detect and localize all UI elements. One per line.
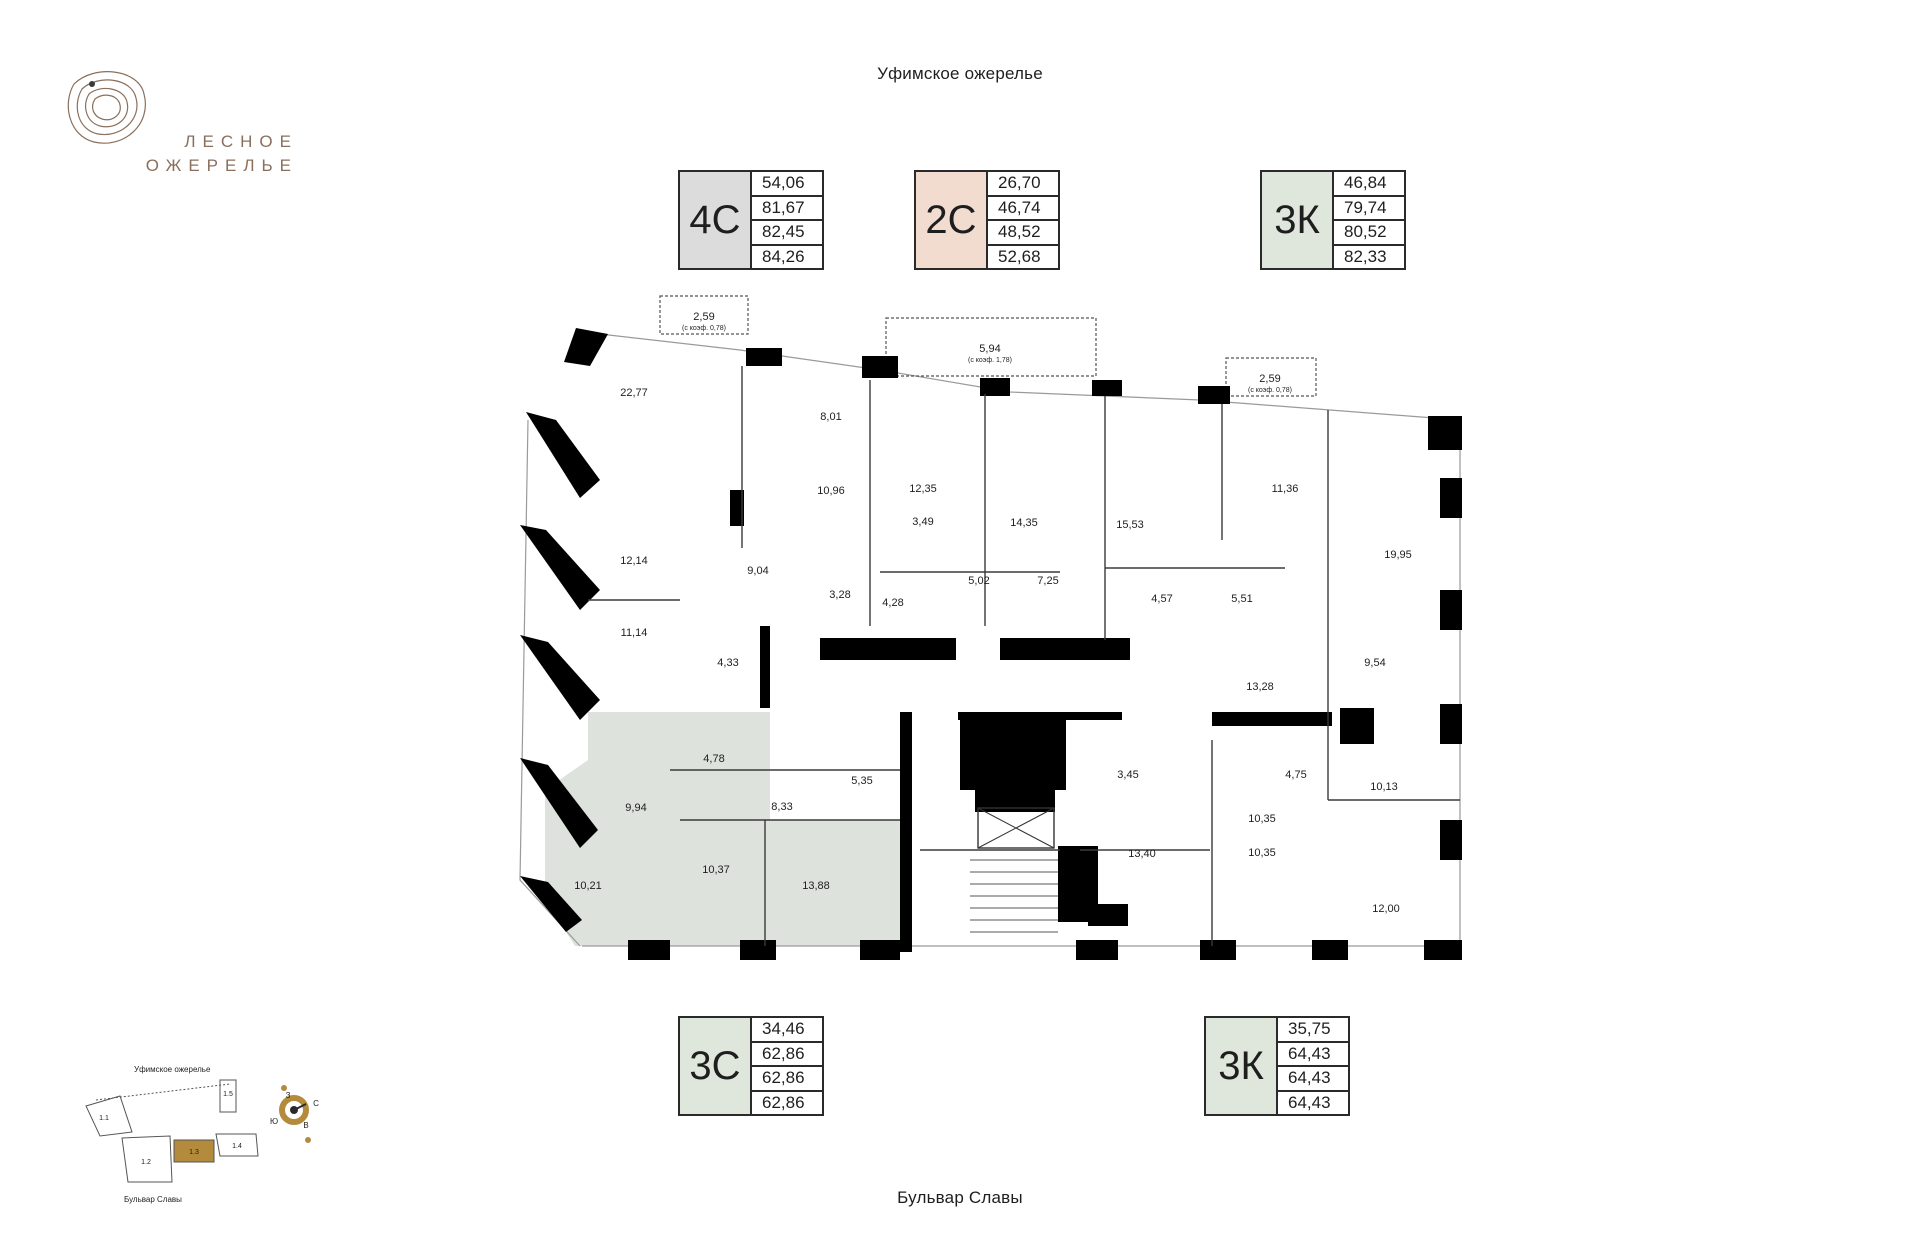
room-area-label: 22,77 (620, 387, 648, 399)
balcony-note-label: (с коэф. 0,78) (1248, 387, 1292, 394)
balcony-area-label: 2,59 (1259, 373, 1280, 385)
room-area-label: 5,35 (851, 775, 872, 787)
room-area-label: 3,49 (912, 516, 933, 528)
balconies (659, 295, 1317, 397)
partitions (588, 366, 1460, 946)
key-plan-section-label: 1.4 (232, 1143, 242, 1150)
legend-area: 54,06 (752, 172, 822, 197)
key-plan-section-label: 1.2 (141, 1159, 151, 1166)
legend-area: 62,86 (762, 1092, 805, 1112)
legend-area: 46,84 (1334, 172, 1404, 197)
balcony-note-label: (с коэф. 1,78) (968, 357, 1012, 364)
legend-code: 2С (916, 172, 988, 268)
legend-badge-3c: 3С 34,46 62,86 62,86 62,86 (678, 1016, 824, 1116)
key-plan-street-top: Уфимское ожерелье (134, 1065, 211, 1074)
room-area-label: 4,78 (703, 753, 724, 765)
legend-badge-3k-top: 3К 46,84 79,74 80,52 82,33 (1260, 170, 1406, 270)
legend-area: 35,75 (1278, 1018, 1348, 1043)
key-plan-section-label: 1.1 (99, 1115, 109, 1122)
legend-code: 4С (680, 172, 752, 268)
room-area-label: 10,13 (1370, 781, 1398, 793)
room-area-label: 12,00 (1372, 903, 1400, 915)
street-label-bottom: Бульвар Славы (897, 1188, 1023, 1207)
compass-icon: З С Ю В (270, 1085, 319, 1143)
room-area-label: 4,57 (1151, 593, 1172, 605)
legend-area: 34,46 (752, 1018, 822, 1043)
key-plan-section-label: 1.3 (189, 1149, 199, 1156)
room-area-label: 10,21 (574, 880, 602, 892)
legend-area: 46,74 (988, 197, 1058, 221)
compass-label: В (303, 1121, 308, 1130)
room-area-label: 7,25 (1037, 575, 1058, 587)
key-plan-section-label: 1.5 (223, 1091, 233, 1098)
room-area-label: 4,28 (882, 597, 903, 609)
legend-badge-2c: 2С 26,70 46,74 48,52 52,68 (914, 170, 1060, 270)
selected-apartment-area (545, 712, 900, 946)
room-area-label: 3,45 (1117, 769, 1138, 781)
room-area-label: 19,95 (1384, 549, 1412, 561)
walls (520, 328, 1462, 960)
balcony-note-label: (с коэф. 0,78) (682, 325, 726, 332)
legend-area: 64,43 (1278, 1067, 1348, 1092)
room-area-label: 13,88 (802, 880, 830, 892)
legend-area: 81,67 (752, 197, 822, 221)
room-area-label: 9,54 (1364, 657, 1385, 669)
room-area-label: 11,36 (1272, 483, 1299, 495)
legend-badge-4c: 4С 54,06 81,67 82,45 84,26 (678, 170, 824, 270)
key-plan-street-bottom: Бульвар Славы (124, 1195, 182, 1204)
room-area-label: 10,35 (1248, 847, 1276, 859)
compass-label: Ю (270, 1117, 278, 1126)
room-area-label: 4,33 (717, 657, 738, 669)
balcony-area-label: 2,59 (693, 311, 714, 323)
legend-area: 62,86 (752, 1043, 822, 1067)
balcony-area-label: 5,94 (979, 343, 1000, 355)
room-area-label: 8,33 (771, 801, 792, 813)
stair-core (970, 807, 1058, 933)
logo-contour-icon (67, 71, 146, 144)
legend-area: 64,43 (1278, 1043, 1348, 1067)
room-area-label: 5,51 (1231, 593, 1252, 605)
legend-area: 52,68 (998, 246, 1041, 266)
logo-text-line2: ОЖЕРЕЛЬЕ (145, 156, 298, 175)
legend-area: 48,52 (988, 221, 1058, 246)
room-area-label: 5,02 (968, 575, 989, 587)
room-area-label: 14,35 (1010, 517, 1038, 529)
room-area-label: 12,14 (620, 555, 648, 567)
legend-area: 62,86 (752, 1067, 822, 1092)
logo: ЛЕСНОЕ ОЖЕРЕЛЬЕ (60, 64, 300, 175)
legend-area: 79,74 (1334, 197, 1404, 221)
room-area-label: 4,75 (1285, 769, 1306, 781)
room-area-label: 10,35 (1248, 813, 1276, 825)
legend-code: 3К (1206, 1018, 1278, 1114)
legend-area: 26,70 (988, 172, 1058, 197)
street-label-top: Уфимское ожерелье (877, 64, 1043, 83)
room-area-label: 13,40 (1128, 848, 1156, 860)
logo-text-line1: ЛЕСНОЕ (184, 132, 298, 151)
legend-code: 3С (680, 1018, 752, 1114)
room-area-label: 13,28 (1246, 681, 1274, 693)
room-area-label: 11,14 (621, 627, 648, 639)
room-area-label: 10,37 (702, 864, 730, 876)
legend-area: 80,52 (1334, 221, 1404, 246)
room-area-label: 12,35 (909, 483, 937, 495)
legend-badge-3k-bottom: 3К 35,75 64,43 64,43 64,43 (1204, 1016, 1350, 1116)
legend-area: 64,43 (1288, 1092, 1331, 1112)
legend-area: 82,45 (752, 221, 822, 246)
room-area-label: 15,53 (1116, 519, 1144, 531)
legend-code: 3К (1262, 172, 1334, 268)
compass-label: З (286, 1091, 291, 1100)
room-area-label: 3,28 (829, 589, 850, 601)
legend-area: 82,33 (1344, 246, 1387, 266)
key-plan-selected-section (173, 1139, 215, 1163)
room-area-label: 8,01 (820, 411, 841, 423)
legend-area: 84,26 (762, 246, 805, 266)
room-area-label: 10,96 (817, 485, 845, 497)
room-area-label: 9,04 (747, 565, 768, 577)
key-plan: Уфимское ожерелье Бульвар Славы 1.1 1.2 … (85, 1065, 319, 1204)
room-area-label: 9,94 (625, 802, 646, 814)
compass-label: С (313, 1099, 319, 1108)
